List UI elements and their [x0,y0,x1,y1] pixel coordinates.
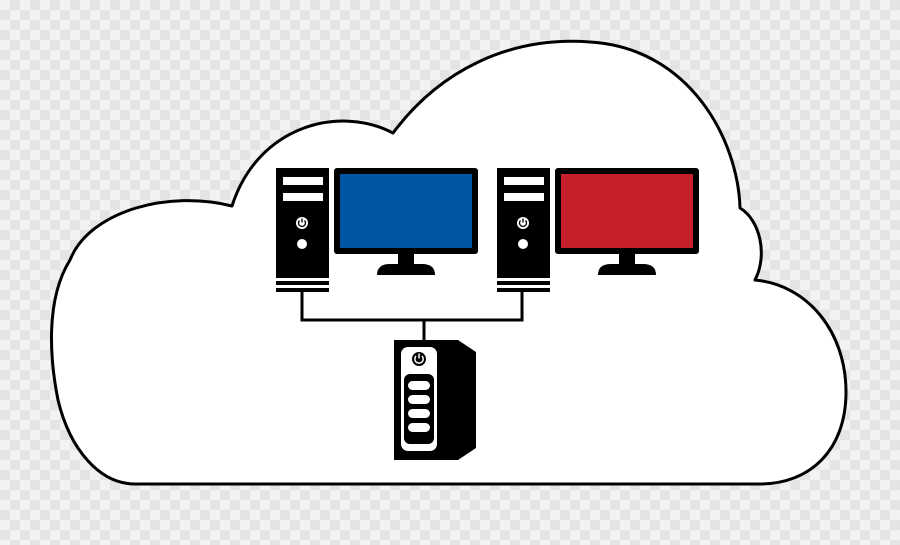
connection-right [424,292,524,322]
monitor-screen-blue [340,174,472,248]
monitor-screen-red [561,174,693,248]
tower-icon [276,168,329,292]
connection-left [300,292,424,322]
network-connections [300,292,524,342]
monitor-icon [334,168,478,275]
tower-icon [497,168,550,292]
monitor-icon [555,168,699,275]
power-icon [296,217,308,229]
power-icon [517,217,529,229]
server-icon [394,340,476,460]
workstation-left [276,168,478,292]
cloud-shape [49,39,848,486]
power-icon [412,352,426,366]
workstation-right [497,168,699,292]
